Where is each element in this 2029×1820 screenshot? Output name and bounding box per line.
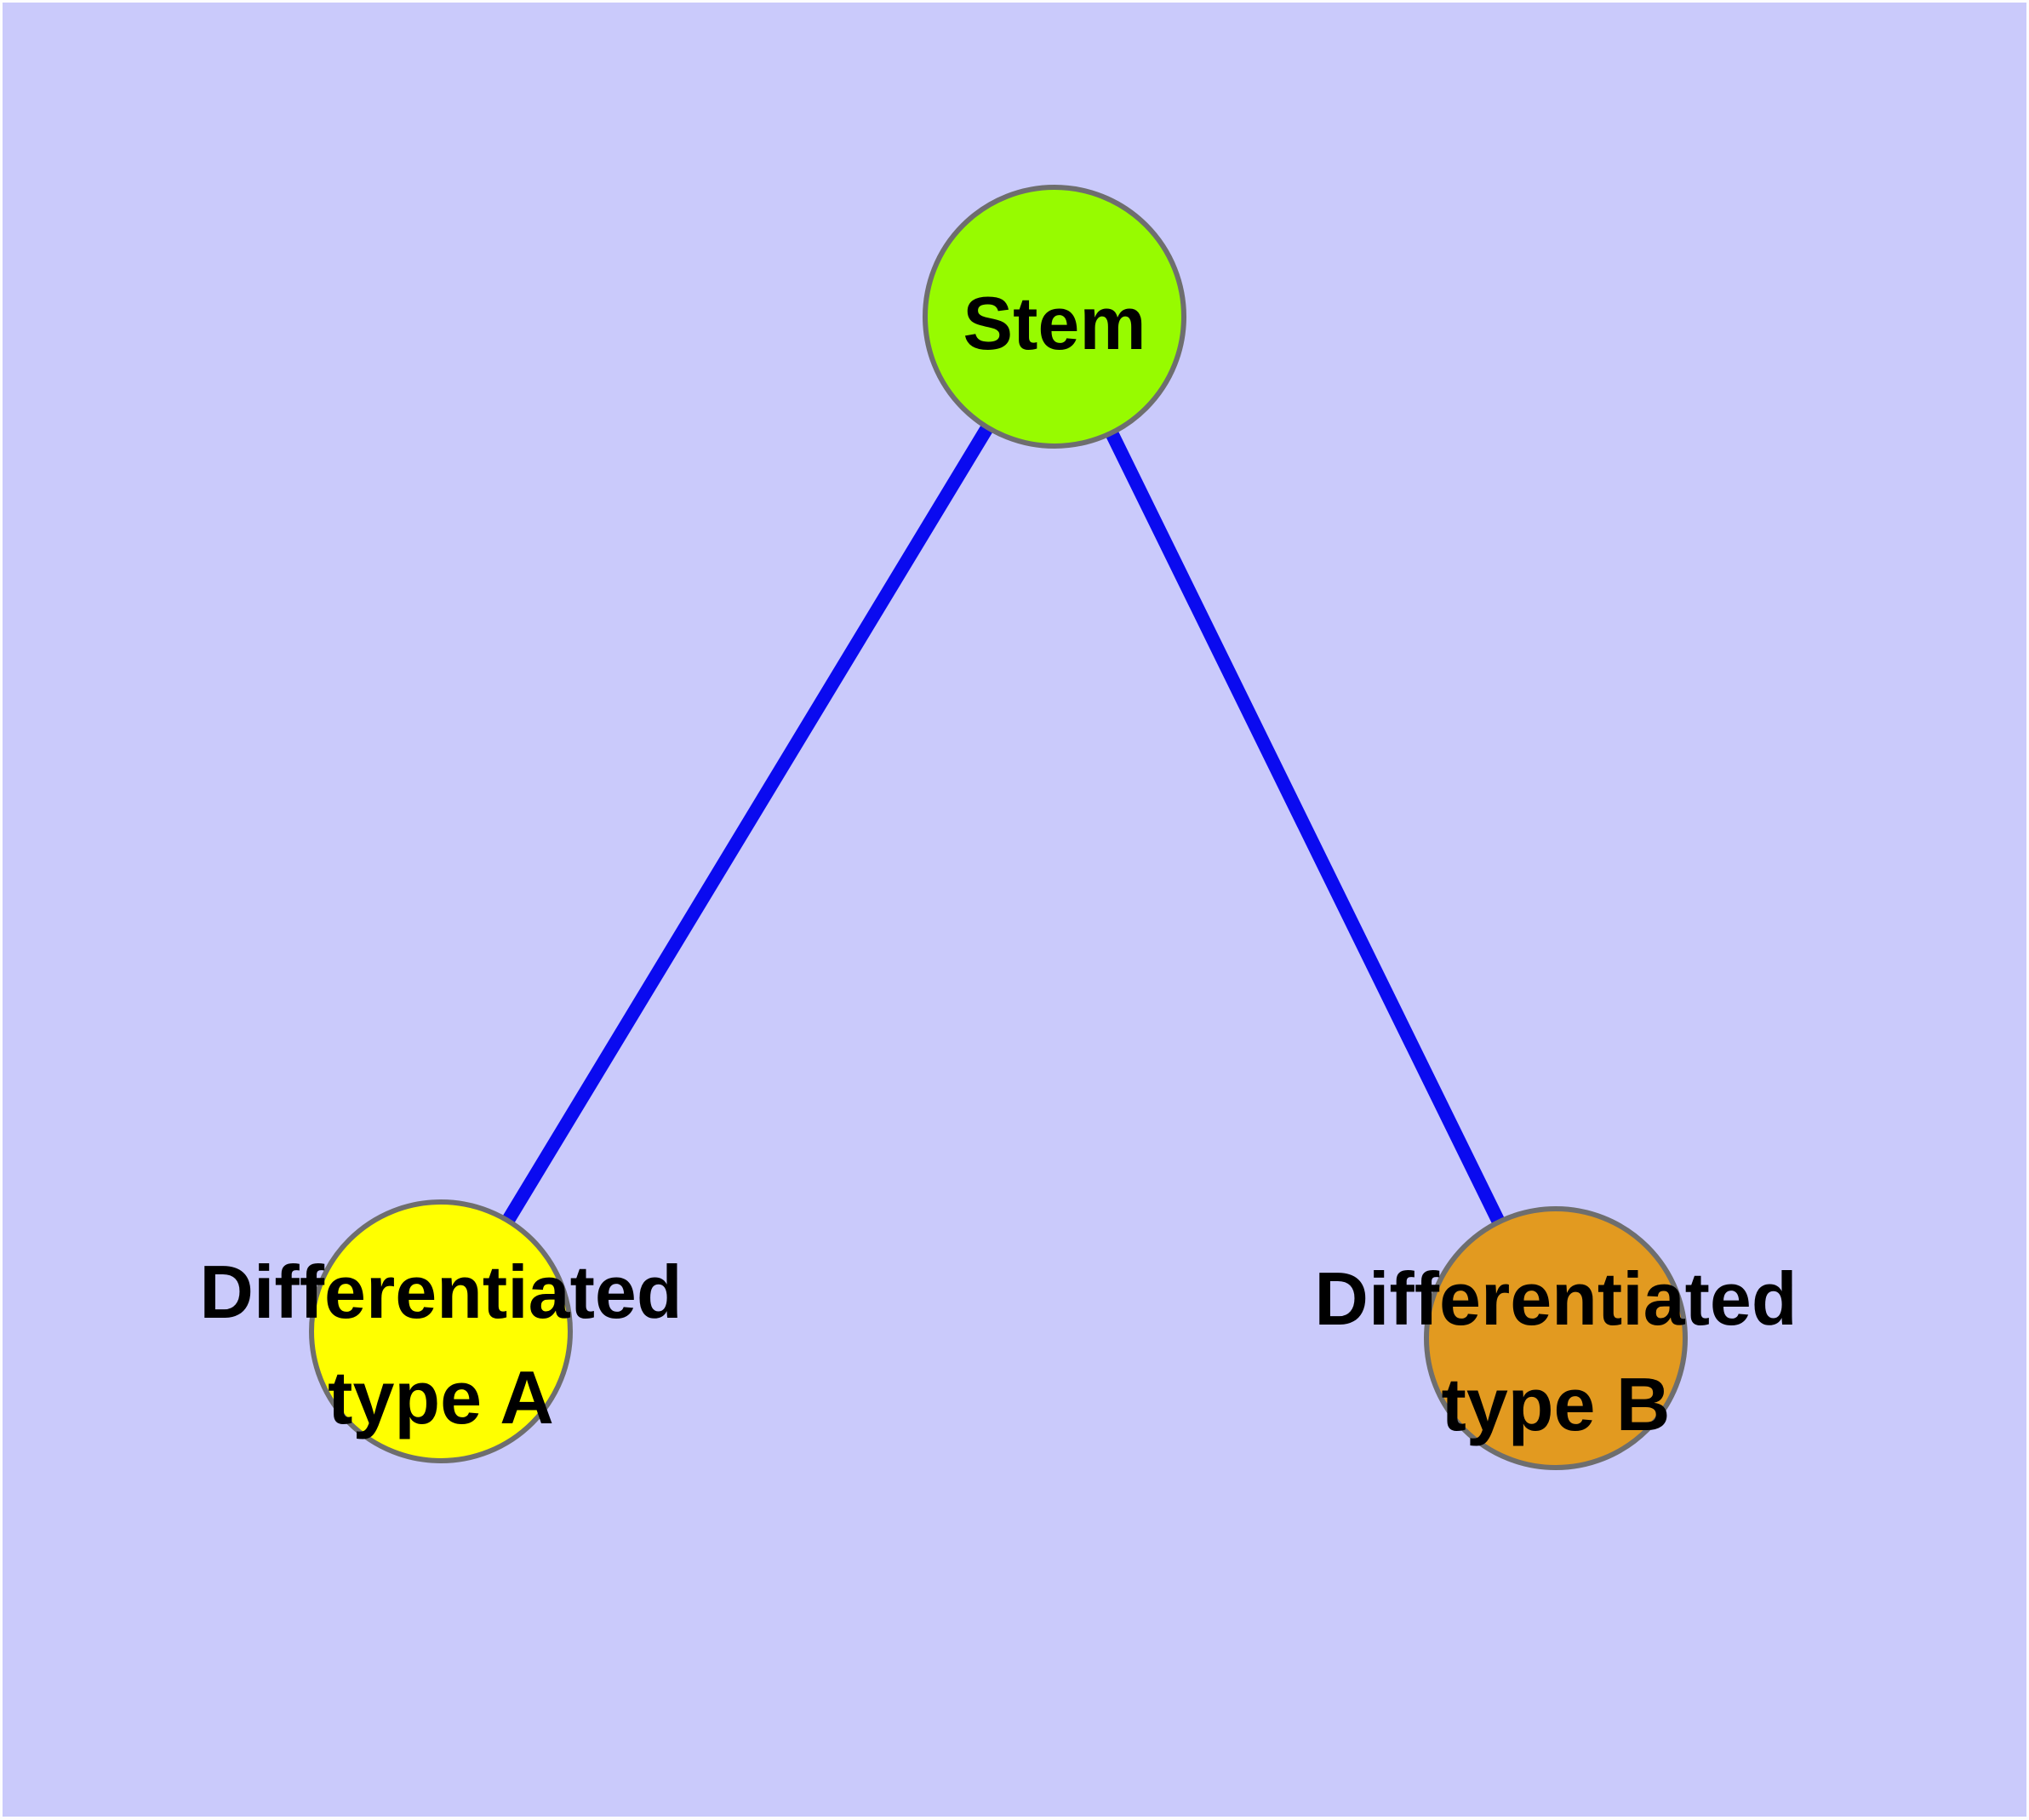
node-label-differentiated-type-a: Differentiated type A (199, 1250, 682, 1439)
node-label-line: type A (328, 1355, 554, 1439)
node-circle-stem (923, 185, 1186, 449)
node-circle-differentiated-type-b (1424, 1206, 1688, 1470)
node-label-line: type B (1442, 1362, 1671, 1446)
node-label-line: Differentiated (199, 1250, 682, 1334)
node-label-line: Stem (963, 281, 1146, 365)
node-label-differentiated-type-b: Differentiated type B (1314, 1256, 1797, 1446)
node-label-stem: Stem (963, 281, 1146, 365)
node-label-line: Differentiated (1314, 1256, 1797, 1341)
node-circle-differentiated-type-a (309, 1199, 573, 1463)
edge-stem-to-differentiated-type-a (435, 312, 1060, 1336)
edges-layer (435, 312, 1563, 1342)
nodes-layer (309, 185, 1688, 1470)
edge-stem-to-differentiated-type-b (1048, 313, 1563, 1342)
